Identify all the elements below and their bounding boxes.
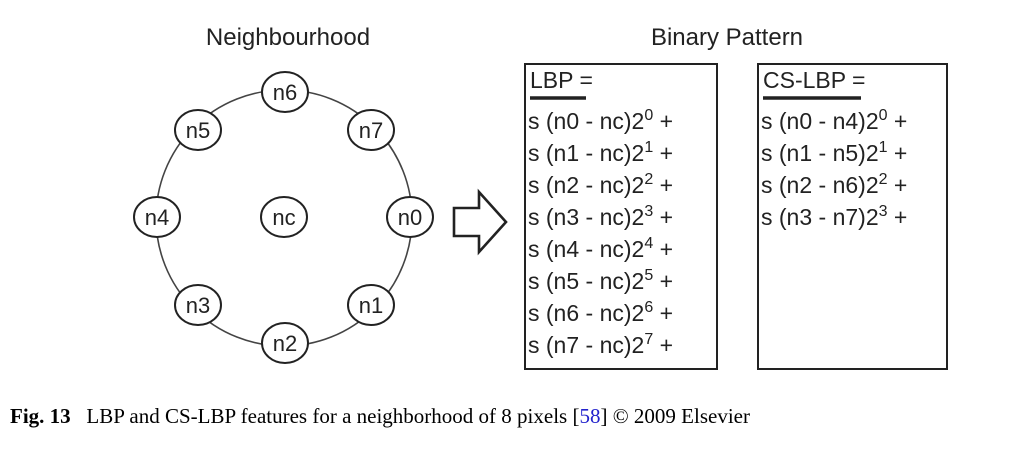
node-n1: n1 (347, 284, 395, 326)
lbp-term: s (n1 - nc)21 + (528, 139, 673, 166)
caption-after-ref: ] (600, 404, 613, 428)
node-label-n4: n4 (145, 205, 169, 230)
cslbp-term: s (n1 - n5)21 + (761, 139, 907, 166)
node-label-n6: n6 (273, 80, 297, 105)
cslbp-term: s (n3 - n7)23 + (761, 203, 907, 230)
cslbp-term: s (n0 - n4)20 + (761, 107, 907, 134)
node-n4: n4 (133, 196, 181, 238)
cslbp-term: s (n2 - n6)22 + (761, 171, 907, 198)
lbp-term: s (n6 - nc)26 + (528, 299, 673, 326)
neighbourhood-title: Neighbourhood (206, 24, 370, 51)
node-n7: n7 (347, 109, 395, 151)
citation-link[interactable]: 58 (579, 404, 601, 428)
node-n6: n6 (261, 71, 309, 113)
node-label-n7: n7 (359, 118, 383, 143)
node-n5: n5 (174, 109, 222, 151)
node-label-n3: n3 (186, 293, 210, 318)
lbp-header: LBP = (530, 67, 593, 93)
node-label-n5: n5 (186, 118, 210, 143)
node-label-n1: n1 (359, 293, 383, 318)
node-n2: n2 (261, 322, 309, 364)
node-label-nc: nc (272, 205, 295, 230)
lbp-term: s (n0 - nc)20 + (528, 107, 673, 134)
copyright-icon: © (612, 404, 629, 428)
binary-pattern-title: Binary Pattern (651, 24, 803, 51)
node-n3: n3 (174, 284, 222, 326)
lbp-term: s (n2 - nc)22 + (528, 171, 673, 198)
node-n0: n0 (386, 196, 434, 238)
lbp-diagram: Neighbourhood Binary Pattern n6 n5 n7 n4… (133, 24, 948, 370)
lbp-term: s (n4 - nc)24 + (528, 235, 673, 262)
right-arrow-icon (452, 188, 508, 256)
node-label-n2: n2 (273, 331, 297, 356)
lbp-box: LBP = s (n0 - nc)20 + s (n1 - nc)21 + s … (524, 63, 718, 370)
caption-year: 2009 Elsevier (628, 404, 750, 428)
node-nc: nc (260, 196, 308, 238)
figure-caption: Fig. 13 LBP and CS-LBP features for a ne… (10, 404, 1010, 429)
cslbp-header: CS-LBP = (763, 67, 866, 93)
cslbp-box: CS-LBP = s (n0 - n4)20 + s (n1 - n5)21 +… (757, 63, 948, 370)
lbp-term: s (n3 - nc)23 + (528, 203, 673, 230)
node-label-n0: n0 (398, 205, 422, 230)
lbp-term: s (n7 - nc)27 + (528, 331, 673, 358)
lbp-term: s (n5 - nc)25 + (528, 267, 673, 294)
figure-label: Fig. 13 (10, 404, 71, 428)
caption-text: LBP and CS-LBP features for a neighborho… (86, 404, 580, 428)
